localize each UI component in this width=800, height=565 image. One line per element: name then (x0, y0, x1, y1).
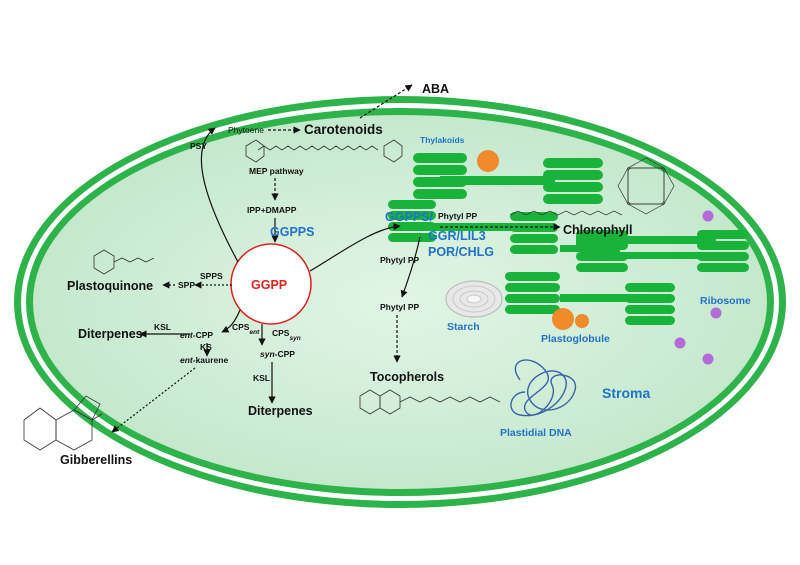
mep-pathway-label: MEP pathway (249, 166, 304, 176)
ggpps-label: GGPPS (270, 225, 314, 239)
ks-label: KS (200, 342, 212, 352)
phytyl-pp-2-label: Phytyl PP (380, 255, 420, 265)
phytyl-pp-3-label: Phytyl PP (380, 302, 420, 312)
ipp-dmapp-label: IPP+DMAPP (247, 205, 297, 215)
tocopherols-label: Tocopherols (370, 370, 444, 384)
ent-cpp-label: ent-CPP (180, 330, 213, 340)
phytoene-label: Phytoene (228, 125, 264, 135)
granum-stack (543, 158, 603, 204)
granum-stack (505, 272, 560, 314)
ribosomes (674, 210, 722, 365)
stroma-lamella (440, 176, 555, 185)
ggpps-enzyme-label: GGPPS/ (385, 210, 433, 224)
cps-ent-label: CPSent (232, 322, 260, 336)
ribosome-label: Ribosome (700, 295, 751, 307)
stroma-lamella (560, 294, 640, 302)
tocopherol-structure-icon (359, 389, 501, 415)
stroma-area (33, 115, 767, 489)
syn-cpp-label: syn-CPP (260, 349, 295, 359)
ksl-left-label: KSL (154, 322, 171, 332)
plastoquinone-structure-icon (93, 249, 155, 275)
gibberellins-label: Gibberellins (60, 453, 132, 467)
psy-label: PSY (190, 141, 207, 151)
labels: ABA Carotenoids Phytoene PSY MEP pathway… (60, 82, 751, 467)
thylakoid-system (388, 153, 749, 325)
plastoglobule-sphere (552, 308, 574, 330)
pathway-arrows (111, 84, 561, 433)
starch-label: Starch (447, 321, 480, 333)
granum-stack (576, 230, 628, 272)
plastoglobule-sphere (575, 314, 589, 328)
ksl-mid-label: KSL (253, 373, 270, 383)
por-chlg-label: POR/CHLG (428, 245, 494, 259)
carotenoid-structure-icon (245, 139, 403, 163)
ggpp-node (230, 243, 312, 325)
plastoglobule-label: Plastoglobule (541, 333, 610, 345)
ent-kaurene-label: ent-kaurene (180, 355, 228, 365)
diterpenes-mid-label: Diterpenes (248, 404, 313, 418)
phytyl-pp-1-label: Phytyl PP (438, 211, 478, 221)
aba-label: ABA (422, 82, 449, 96)
plastidial-dna-label: Plastidial DNA (500, 427, 572, 439)
chlorophyll-structure-icon (509, 157, 675, 216)
ggpp-label: GGPP (251, 278, 287, 292)
stroma-label: Stroma (602, 385, 650, 401)
plastoglobule-sphere (477, 150, 499, 172)
stroma-lamella (576, 236, 716, 244)
ggr-lil3-label: GGR/LIL3 (428, 229, 486, 243)
granum-stack (625, 283, 675, 325)
granum-stack (413, 153, 467, 199)
thylakoids-label: Thylakoids (420, 135, 465, 145)
gibberellin-structure-icon (23, 395, 103, 451)
plastidial-dna-icon (510, 359, 576, 417)
plastoquinone-label: Plastoquinone (67, 279, 153, 293)
spp-label: SPP (178, 280, 195, 290)
carotenoids-label: Carotenoids (304, 122, 383, 137)
spps-label: SPPS (200, 271, 223, 281)
chlorophyll-label: Chlorophyll (563, 223, 632, 237)
stroma-lamella (620, 252, 710, 259)
cps-syn-label: CPSsyn (272, 328, 301, 342)
granum-stack (697, 230, 749, 272)
starch-granule-icon (445, 280, 503, 318)
granum-stack (510, 212, 558, 254)
diterpenes-left-label: Diterpenes (78, 327, 143, 341)
psy-arrow (200, 127, 239, 263)
